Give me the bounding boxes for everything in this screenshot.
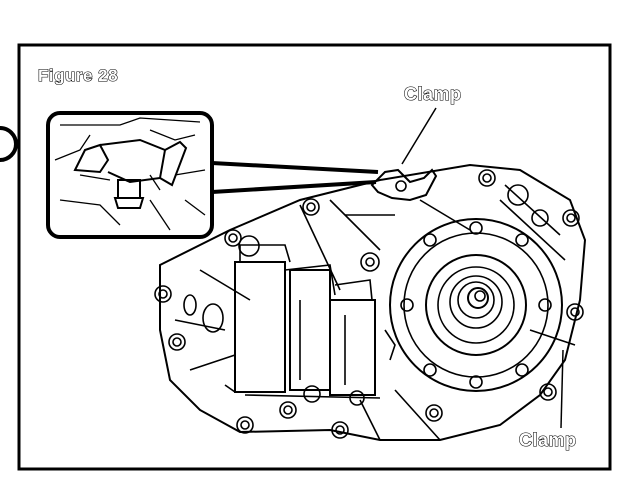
zoom-leader-upper <box>211 161 379 174</box>
figure-title: Figure 28 <box>37 65 119 85</box>
detail-inset <box>46 111 214 239</box>
figure-frame <box>17 43 612 471</box>
clamp-label-top: Clamp <box>403 83 462 104</box>
zoom-leader-lower <box>211 180 377 194</box>
edge-remnant <box>0 126 18 162</box>
transfer-case-drawing <box>154 163 587 441</box>
clamp-top-leader <box>401 107 437 165</box>
clamp-label-bottom: Clamp <box>518 429 577 450</box>
